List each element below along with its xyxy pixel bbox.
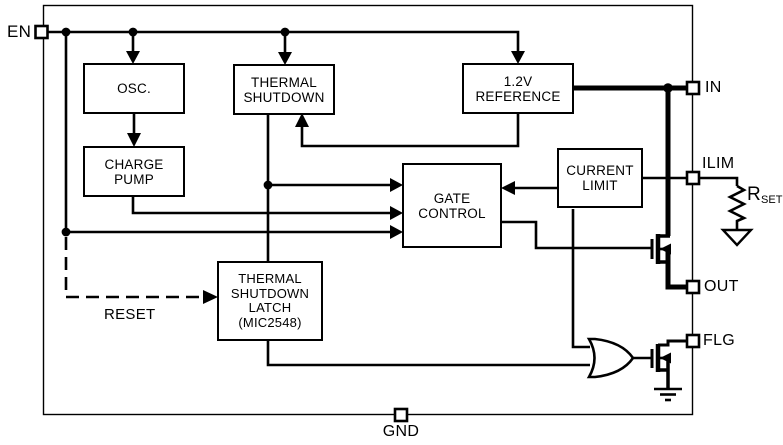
junction-dot: [61, 27, 71, 37]
pin-label-flg: FLG: [703, 332, 736, 349]
wire-mosfet-source-to-out-pin: [665, 249, 687, 290]
or-gate-symbol: [586, 337, 635, 379]
chip-outline: [42, 4, 694, 416]
reset-label: RESET: [104, 306, 156, 323]
flag-mosfet-symbol: [650, 339, 687, 389]
arrow-osc-to-charge-pump-icon: [127, 133, 141, 147]
arrow-into-thermal-shutdown-bottom-icon: [295, 113, 309, 127]
block-reference: 1.2V REFERENCE: [462, 63, 574, 114]
pin-square-in: [685, 80, 701, 96]
rset-label-subscript: SET: [761, 194, 783, 206]
block-gate-control: GATE CONTROL: [402, 163, 502, 248]
pin-label-gnd: GND: [382, 423, 420, 440]
wire-latch-to-or-gate: [266, 341, 590, 367]
arrow-into-gate-control-bottom-icon: [390, 225, 403, 239]
junction-dot: [663, 83, 673, 93]
wire-reference-to-thermal-shutdown: [300, 114, 520, 148]
arrow-current-limit-to-gate-control-icon: [501, 181, 515, 195]
pin-label-out: OUT: [704, 278, 739, 295]
arrow-into-reference-icon: [511, 51, 525, 64]
ground-arrow-icon: [720, 228, 754, 247]
wire-en-main: [44, 30, 520, 51]
arrow-into-gate-control-mid-icon: [390, 206, 403, 220]
junction-dots: [61, 27, 673, 237]
pass-mosfet-symbol: [650, 234, 671, 264]
block-osc: OSC.: [83, 63, 185, 114]
pin-label-en: EN: [7, 22, 32, 41]
wire-reset-dashed: [64, 237, 202, 299]
junction-dot: [263, 180, 273, 190]
arrow-into-osc-icon: [126, 51, 140, 64]
rset-label-base: R: [747, 184, 762, 205]
arrowheads: [126, 51, 525, 304]
signal-wires: [44, 30, 687, 367]
pin-square-gnd: [393, 407, 409, 423]
block-thermal-shutdown-latch: THERMAL SHUTDOWN LATCH (MIC2548): [217, 261, 323, 341]
wire-charge-pump-to-gate-control: [131, 197, 391, 215]
pin-square-en: [34, 24, 49, 40]
block-charge-pump: CHARGE PUMP: [83, 146, 185, 197]
wire-gate-control-to-mosfet-gate: [502, 220, 651, 250]
rset-resistor-symbol: [698, 176, 754, 247]
rset-label: RSET: [747, 184, 782, 206]
junction-dot: [61, 227, 71, 237]
pin-square-flg: [685, 333, 701, 349]
pin-squares: [34, 24, 701, 423]
pin-label-ilim: ILIM: [702, 155, 735, 172]
mosfet-body-arrow-icon: [660, 352, 671, 364]
wire-current-limit-to-or-gate: [571, 209, 590, 349]
pin-label-in: IN: [705, 79, 722, 96]
junction-dot: [280, 27, 290, 37]
arrow-into-thermal-shutdown-icon: [278, 52, 292, 65]
earth-ground-icon: [654, 387, 682, 402]
block-current-limit: CURRENT LIMIT: [557, 148, 643, 208]
pin-square-ilim: [685, 170, 701, 186]
junction-dot: [128, 27, 138, 37]
pin-square-out: [685, 279, 701, 295]
arrow-into-gate-control-top-icon: [390, 178, 403, 192]
arrow-reset-into-latch-icon: [203, 290, 218, 304]
block-thermal-shutdown: THERMAL SHUTDOWN: [233, 64, 335, 115]
mosfet-body-arrow-icon: [660, 243, 671, 255]
